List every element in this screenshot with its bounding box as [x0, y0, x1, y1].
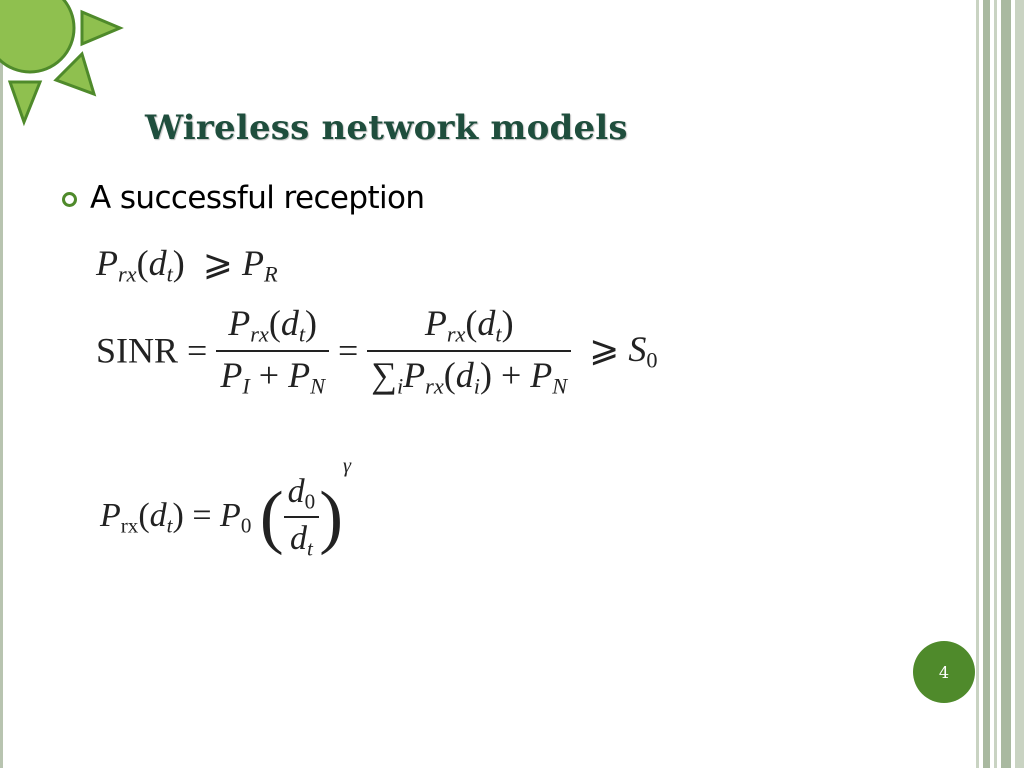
- right-stripe-5: [1015, 0, 1024, 768]
- right-stripe-2: [983, 0, 990, 768]
- sun-icon: [0, 0, 124, 127]
- right-stripe-1: [976, 0, 979, 768]
- right-stripe-3: [994, 0, 997, 768]
- equation-received-power-threshold: Prx(dt) ⩾ PR: [96, 243, 278, 287]
- left-border: [0, 0, 3, 768]
- slide-title: Wireless network models: [145, 108, 628, 148]
- ring-bullet-icon: [62, 192, 77, 207]
- equation-sinr: SINR = Prx(dt) PI + PN = Prx(dt) ∑iPrx(d…: [96, 303, 658, 399]
- equation-path-loss: Prx(dt) = P0 ( d0 dt )γ: [100, 455, 352, 561]
- page-number-badge: 4: [913, 641, 975, 703]
- right-stripe-4: [1001, 0, 1011, 768]
- bullet-text: A successful reception: [90, 180, 425, 216]
